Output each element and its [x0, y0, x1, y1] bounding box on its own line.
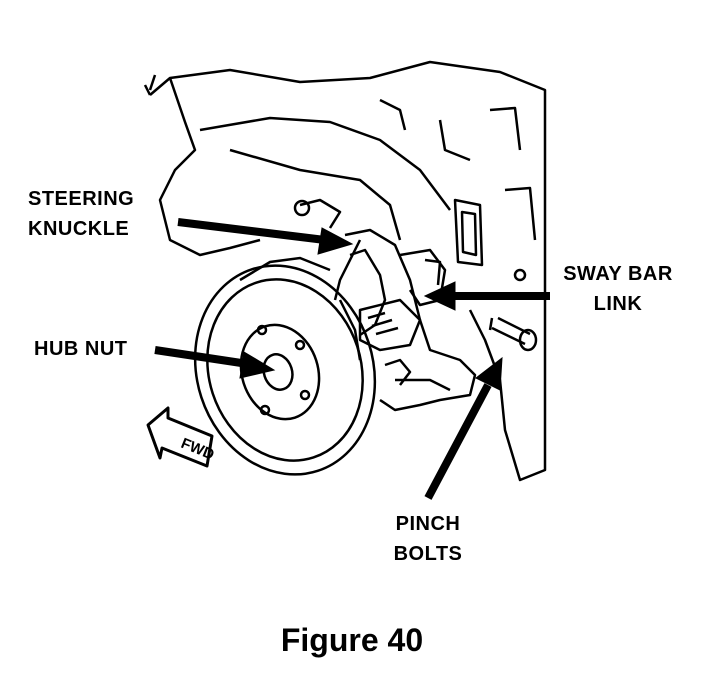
hub-nut-text: HUB NUT	[34, 338, 128, 360]
pinch-bolts-label: PINCH BOLTS	[376, 509, 480, 569]
sway-bar-link-arrow	[423, 281, 550, 311]
hub-nut-arrow	[154, 346, 276, 379]
sway-bar-link-line-1: SWAY BAR	[563, 263, 673, 285]
figure-caption: Figure 40	[280, 622, 424, 658]
sway-bar-link-label: SWAY BAR LINK	[548, 259, 688, 319]
callout-arrows	[154, 218, 550, 500]
sway-bar-link-line-2: LINK	[593, 293, 643, 315]
steering-knuckle-label: STEERING KNUCKLE	[28, 184, 134, 244]
steering-knuckle-line-1: STEERING	[28, 188, 135, 210]
steering-knuckle-arrow	[177, 218, 354, 255]
pinch-bolts-arrow	[424, 356, 503, 500]
pinch-bolt-drawing	[488, 316, 538, 352]
fwd-direction-arrow: FWD	[146, 406, 217, 468]
steering-knuckle-line-2: KNUCKLE	[28, 218, 130, 240]
steering-knuckle-assembly	[333, 228, 477, 412]
vehicle-body-panel	[143, 60, 547, 482]
pinch-bolts-line-1: PINCH	[395, 513, 461, 535]
pinch-bolts-line-2: BOLTS	[393, 543, 463, 565]
hub-nut-label: HUB NUT	[34, 334, 128, 364]
